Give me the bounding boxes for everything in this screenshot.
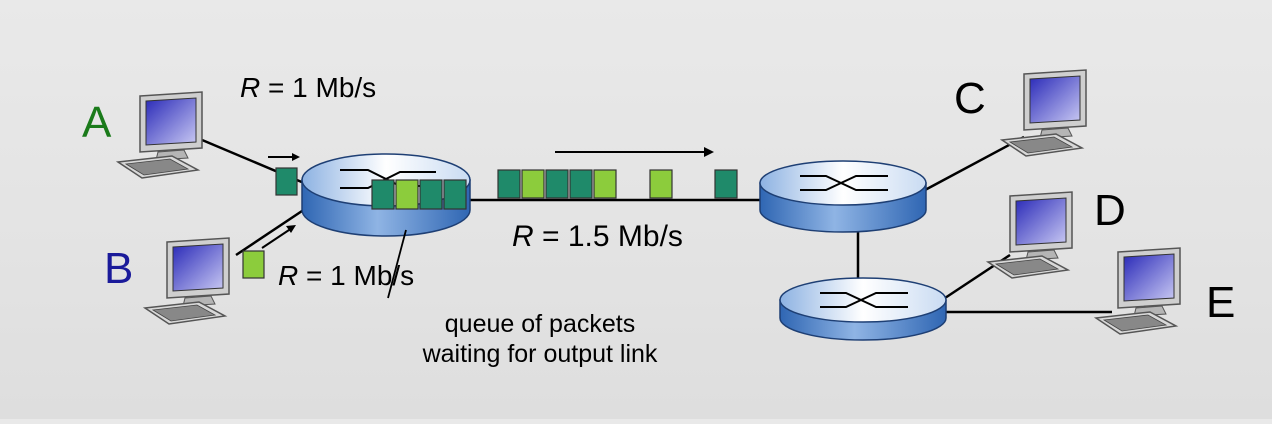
- rate-value: = 1.5 Mb/s: [533, 220, 683, 253]
- rate-variable: R: [278, 260, 299, 291]
- packet: [242, 250, 265, 279]
- packet: [593, 169, 617, 199]
- links: [194, 135, 1112, 314]
- host-label-b: B: [104, 244, 134, 293]
- queue-note: queue of packets waiting for output link: [370, 309, 710, 369]
- rate-value: = 1 Mb/s: [260, 72, 377, 103]
- queued-packet: [371, 179, 395, 210]
- queue-note-line2: waiting for output link: [422, 340, 658, 368]
- link-router-c: [924, 135, 1025, 192]
- computer-d-icon: [987, 191, 1073, 279]
- arrows: [261, 147, 714, 249]
- queue-pointer: [387, 229, 407, 299]
- computer-c-icon: [1001, 69, 1087, 157]
- link-b-router: [235, 205, 309, 257]
- queue-note-line1: queue of packets: [444, 310, 636, 338]
- rate-label-core: R = 1.5 Mb/s: [512, 220, 683, 254]
- router-right-top-icon: [759, 160, 927, 233]
- arrow-right-icon: [555, 147, 714, 157]
- packet: [569, 169, 593, 199]
- computer-b-icon: [144, 237, 230, 325]
- host-label-c: C: [954, 74, 986, 123]
- arrow-up-right-icon: [261, 225, 296, 249]
- rate-value: = 1 Mb/s: [298, 260, 415, 291]
- queued-packet: [419, 179, 443, 210]
- host-label-a: A: [82, 98, 112, 147]
- rate-variable: R: [512, 220, 534, 253]
- queued-packet: [395, 179, 419, 210]
- queued-packet: [443, 179, 467, 210]
- packet: [275, 167, 298, 196]
- rate-variable: R: [240, 72, 261, 103]
- packet: [497, 169, 521, 199]
- packet: [521, 169, 545, 199]
- rate-label-a: R = 1 Mb/s: [240, 72, 376, 104]
- computer-a-icon: [117, 91, 203, 179]
- arrow-right-icon: [268, 153, 300, 161]
- packets: [242, 167, 738, 279]
- packet: [714, 169, 738, 199]
- host-label-d: D: [1094, 186, 1126, 235]
- host-label-e: E: [1206, 278, 1236, 327]
- packet: [545, 169, 569, 199]
- packet: [649, 169, 673, 199]
- rate-label-b: R = 1 Mb/s: [278, 260, 414, 292]
- computer-e-icon: [1095, 247, 1181, 335]
- router-right-bottom-icon: [779, 277, 947, 341]
